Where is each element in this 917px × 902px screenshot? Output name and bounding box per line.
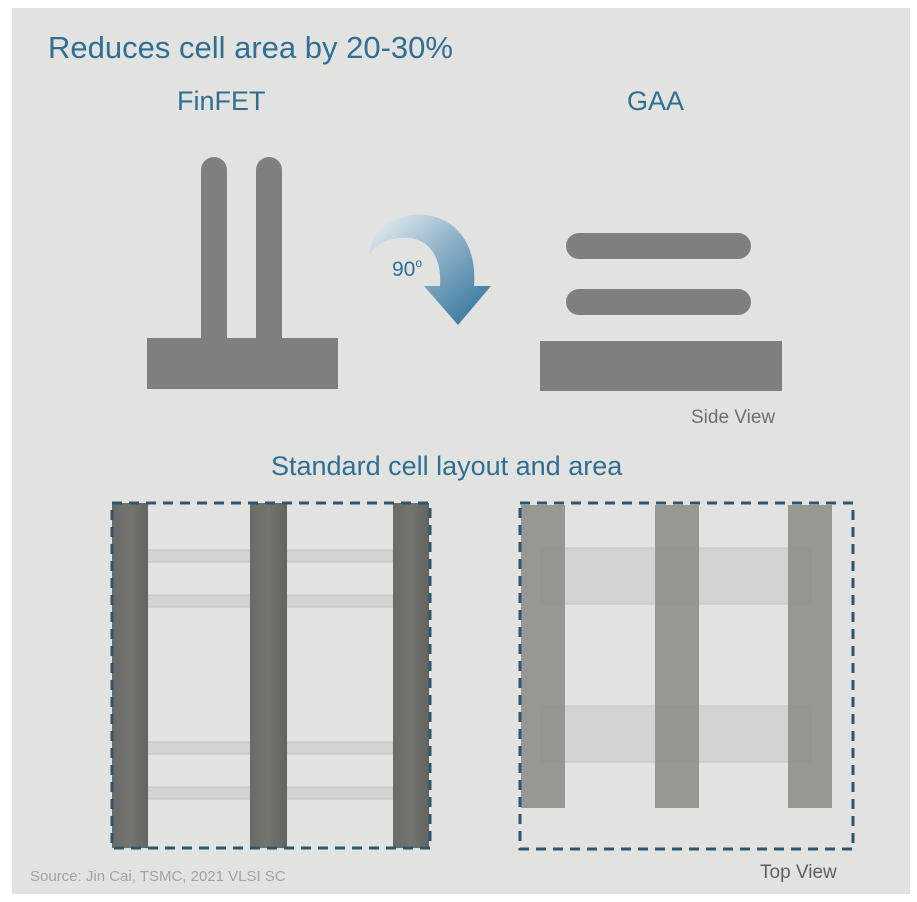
side-view-label: Side View (691, 407, 776, 428)
top-view-label: Top View (760, 862, 837, 883)
rotation-angle-label: 90o (392, 256, 422, 282)
gaa-gate-right (788, 505, 832, 808)
finfet-fin-left (201, 157, 227, 342)
gaa-nanosheet-top (566, 233, 751, 259)
finfet-gate-right (393, 503, 429, 848)
source-citation: Source: Jin Cai, TSMC, 2021 VLSI SC (30, 868, 286, 885)
section-title: Standard cell layout and area (271, 451, 623, 481)
finfet-label: FinFET (177, 86, 266, 116)
rotation-angle-value: 90 (392, 258, 416, 281)
gaa-gate-left (521, 505, 565, 808)
gaa-cell-layout (518, 501, 855, 851)
gaa-gate-middle (655, 505, 699, 808)
finfet-cell-boundary (110, 501, 432, 850)
finfet-fin-right (256, 157, 282, 342)
gaa-substrate (540, 341, 782, 391)
curved-arrow-down-icon (369, 214, 491, 325)
gaa-nanosheet-bottom (566, 289, 751, 315)
finfet-cell-layout (110, 501, 432, 850)
finfet-gate-middle (250, 503, 287, 848)
rotation-angle-degree: o (415, 256, 423, 270)
figure-title: Reduces cell area by 20-30% (48, 30, 453, 65)
finfet-gate-left (112, 503, 148, 848)
gaa-label: GAA (627, 86, 685, 116)
finfet-substrate (147, 338, 338, 389)
